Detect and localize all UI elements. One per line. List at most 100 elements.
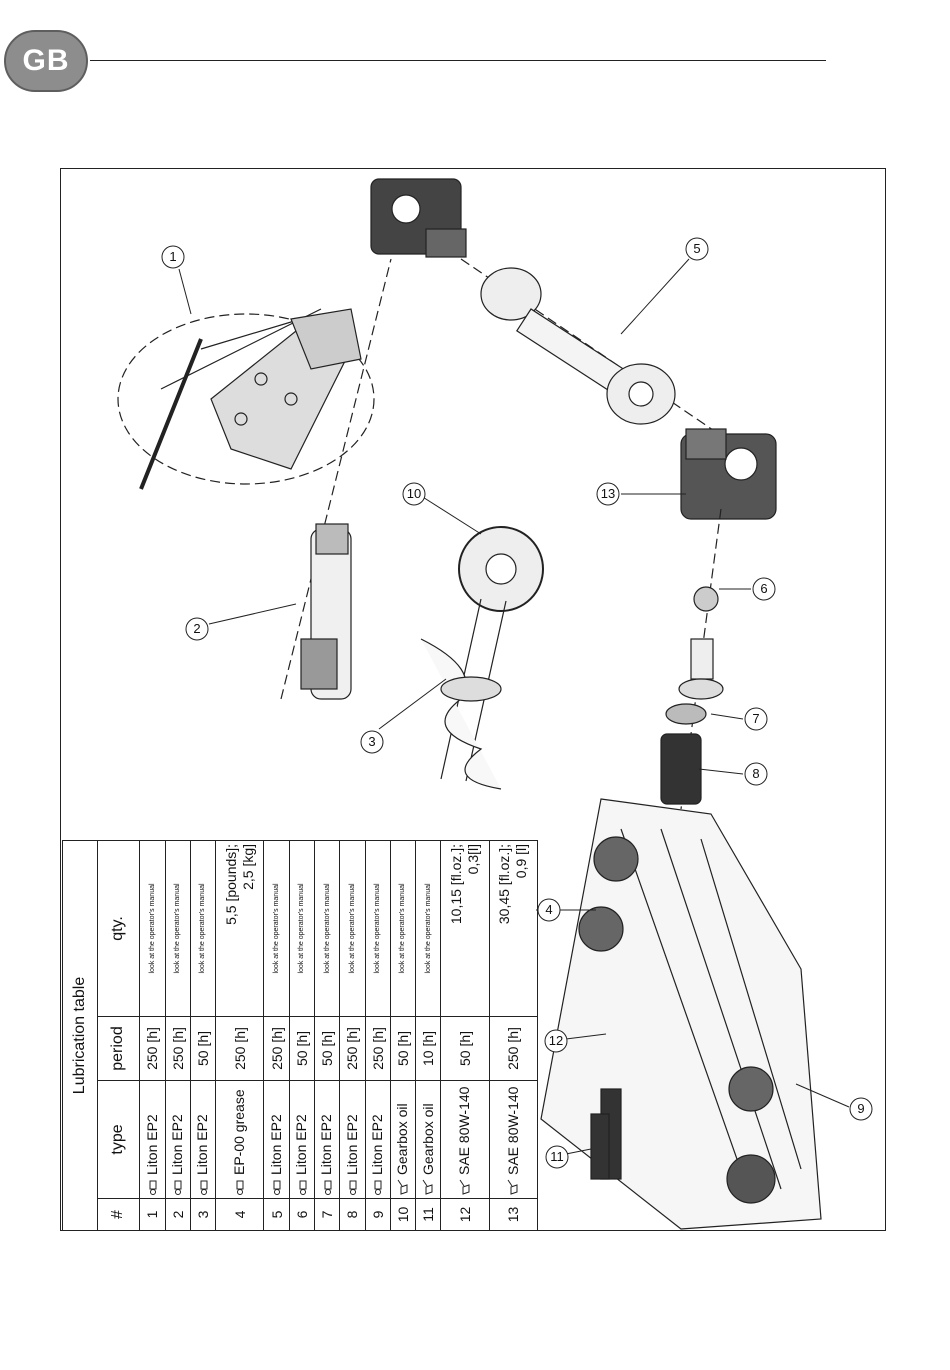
sprocket-auger [420,526,544,790]
cell-type: Liton EP2 [365,1080,391,1199]
grease-gun-icon [269,1179,285,1195]
cell-num: 6 [289,1198,315,1231]
cell-qty-text-2: 2,5 [kg] [239,843,256,890]
cell-type-text: Gearbox oil [419,1103,436,1175]
cell-type-text: Liton EP2 [194,1114,211,1175]
cell-qty: 5,5 [pounds];2,5 [kg] [215,840,264,1017]
drive-shaft [460,258,742,450]
table-row: 8 Liton EP2 250 [h] look at the operator's … [339,840,366,1231]
svg-text:6: 6 [760,581,767,596]
cell-type: Liton EP2 [139,1080,166,1199]
cell-type-text: Liton EP2 [318,1114,335,1175]
cell-qty-text: 10,15 [fl.oz.]; [447,843,464,925]
svg-text:2: 2 [193,621,200,636]
cell-qty-text: look at the operator's manual [399,883,407,974]
svg-text:7: 7 [752,711,759,726]
gearbox-top [370,178,467,258]
cell-qty: look at the operator's manual [190,840,216,1017]
cell-num: 13 [489,1198,538,1231]
grease-gun-icon [295,1179,311,1195]
callout-4: 4 [536,898,596,922]
svg-text:10: 10 [407,486,421,501]
grease-gun-icon [345,1179,361,1195]
cell-type: SAE 80W-140 [440,1080,490,1199]
cell-period: 250 [h] [365,1016,391,1081]
cell-num: 2 [165,1198,191,1231]
col-header-num: # [97,1198,140,1231]
callout-2: 2 [185,603,297,641]
cell-qty-text: 5,5 [pounds]; [222,843,239,925]
cell-period: 250 [h] [215,1016,264,1081]
cell-type-text: Liton EP2 [369,1114,385,1175]
svg-text:5: 5 [693,241,700,256]
cell-qty-text-2: 0,9 [l] [513,843,530,879]
cell-qty-text-2: 0,3[l] [464,843,481,875]
cell-period: 50 [h] [390,1016,416,1081]
grease-gun-icon [370,1179,386,1195]
callout-3: 3 [360,678,447,754]
cell-qty-text: look at the operator's manual [424,883,432,974]
cell-qty: look at the operator's manual [289,840,315,1017]
cell-period: 250 [h] [263,1016,290,1081]
cell-qty: look at the operator's manual [314,840,340,1017]
table-caption: Lubrication table [62,840,98,1231]
cell-qty: look at the operator's manual [263,840,290,1017]
cell-qty: look at the operator's manual [339,840,366,1017]
cell-qty-text: look at the operator's manual [348,883,356,974]
cell-type: SAE 80W-140 [489,1080,538,1199]
callout-7: 7 [710,707,768,731]
cell-period: 250 [h] [489,1016,538,1081]
cell-type: EP-00 grease [215,1080,264,1199]
col-header-qty: qty. [97,840,140,1017]
cell-num: 8 [339,1198,366,1231]
cell-num: 10 [390,1198,416,1231]
pto-shaft [280,258,392,700]
cell-type: Liton EP2 [289,1080,315,1199]
cell-period: 250 [h] [165,1016,191,1081]
cell-qty-text: look at the operator's manual [273,883,281,974]
cell-qty: 10,15 [fl.oz.];0,3[l] [440,840,490,1017]
cell-period: 50 [h] [190,1016,216,1081]
cell-type: Liton EP2 [190,1080,216,1199]
oil-can-icon [396,1179,412,1195]
cell-qty: look at the operator's manual [390,840,416,1017]
svg-text:13: 13 [601,486,615,501]
cell-qty-text: look at the operator's manual [374,883,382,974]
svg-text:4: 4 [545,902,552,917]
oil-can-icon [421,1179,437,1195]
cell-period: 50 [h] [440,1016,490,1081]
cell-num: 12 [440,1198,490,1231]
svg-text:3: 3 [368,734,375,749]
callout-11: 11 [545,1145,592,1169]
callout-12: 12 [544,1029,607,1053]
cell-type: Liton EP2 [263,1080,290,1199]
svg-text:8: 8 [752,766,759,781]
cell-num: 9 [365,1198,391,1231]
cell-qty: look at the operator's manual [165,840,191,1017]
language-badge: GB [4,30,88,92]
cell-qty: look at the operator's manual [365,840,391,1017]
diagram-frame: 1 2 3 4 5 6 7 8 9 10 11 12 13 Lubricatio… [60,168,886,1231]
col-header-period: period [97,1016,140,1081]
cell-qty-text: look at the operator's manual [174,883,182,974]
cell-type: Gearbox oil [390,1080,416,1199]
cell-period: 250 [h] [339,1016,366,1081]
callout-6: 6 [719,577,776,601]
cell-type-text: Gearbox oil [394,1103,411,1175]
cell-qty-text: look at the operator's manual [199,883,207,974]
cell-qty-text: look at the operator's manual [148,883,156,974]
cell-type-text: Liton EP2 [343,1114,360,1175]
conveyor-frame [540,798,822,1230]
detail-linkage [117,308,375,490]
svg-text:1: 1 [169,249,176,264]
